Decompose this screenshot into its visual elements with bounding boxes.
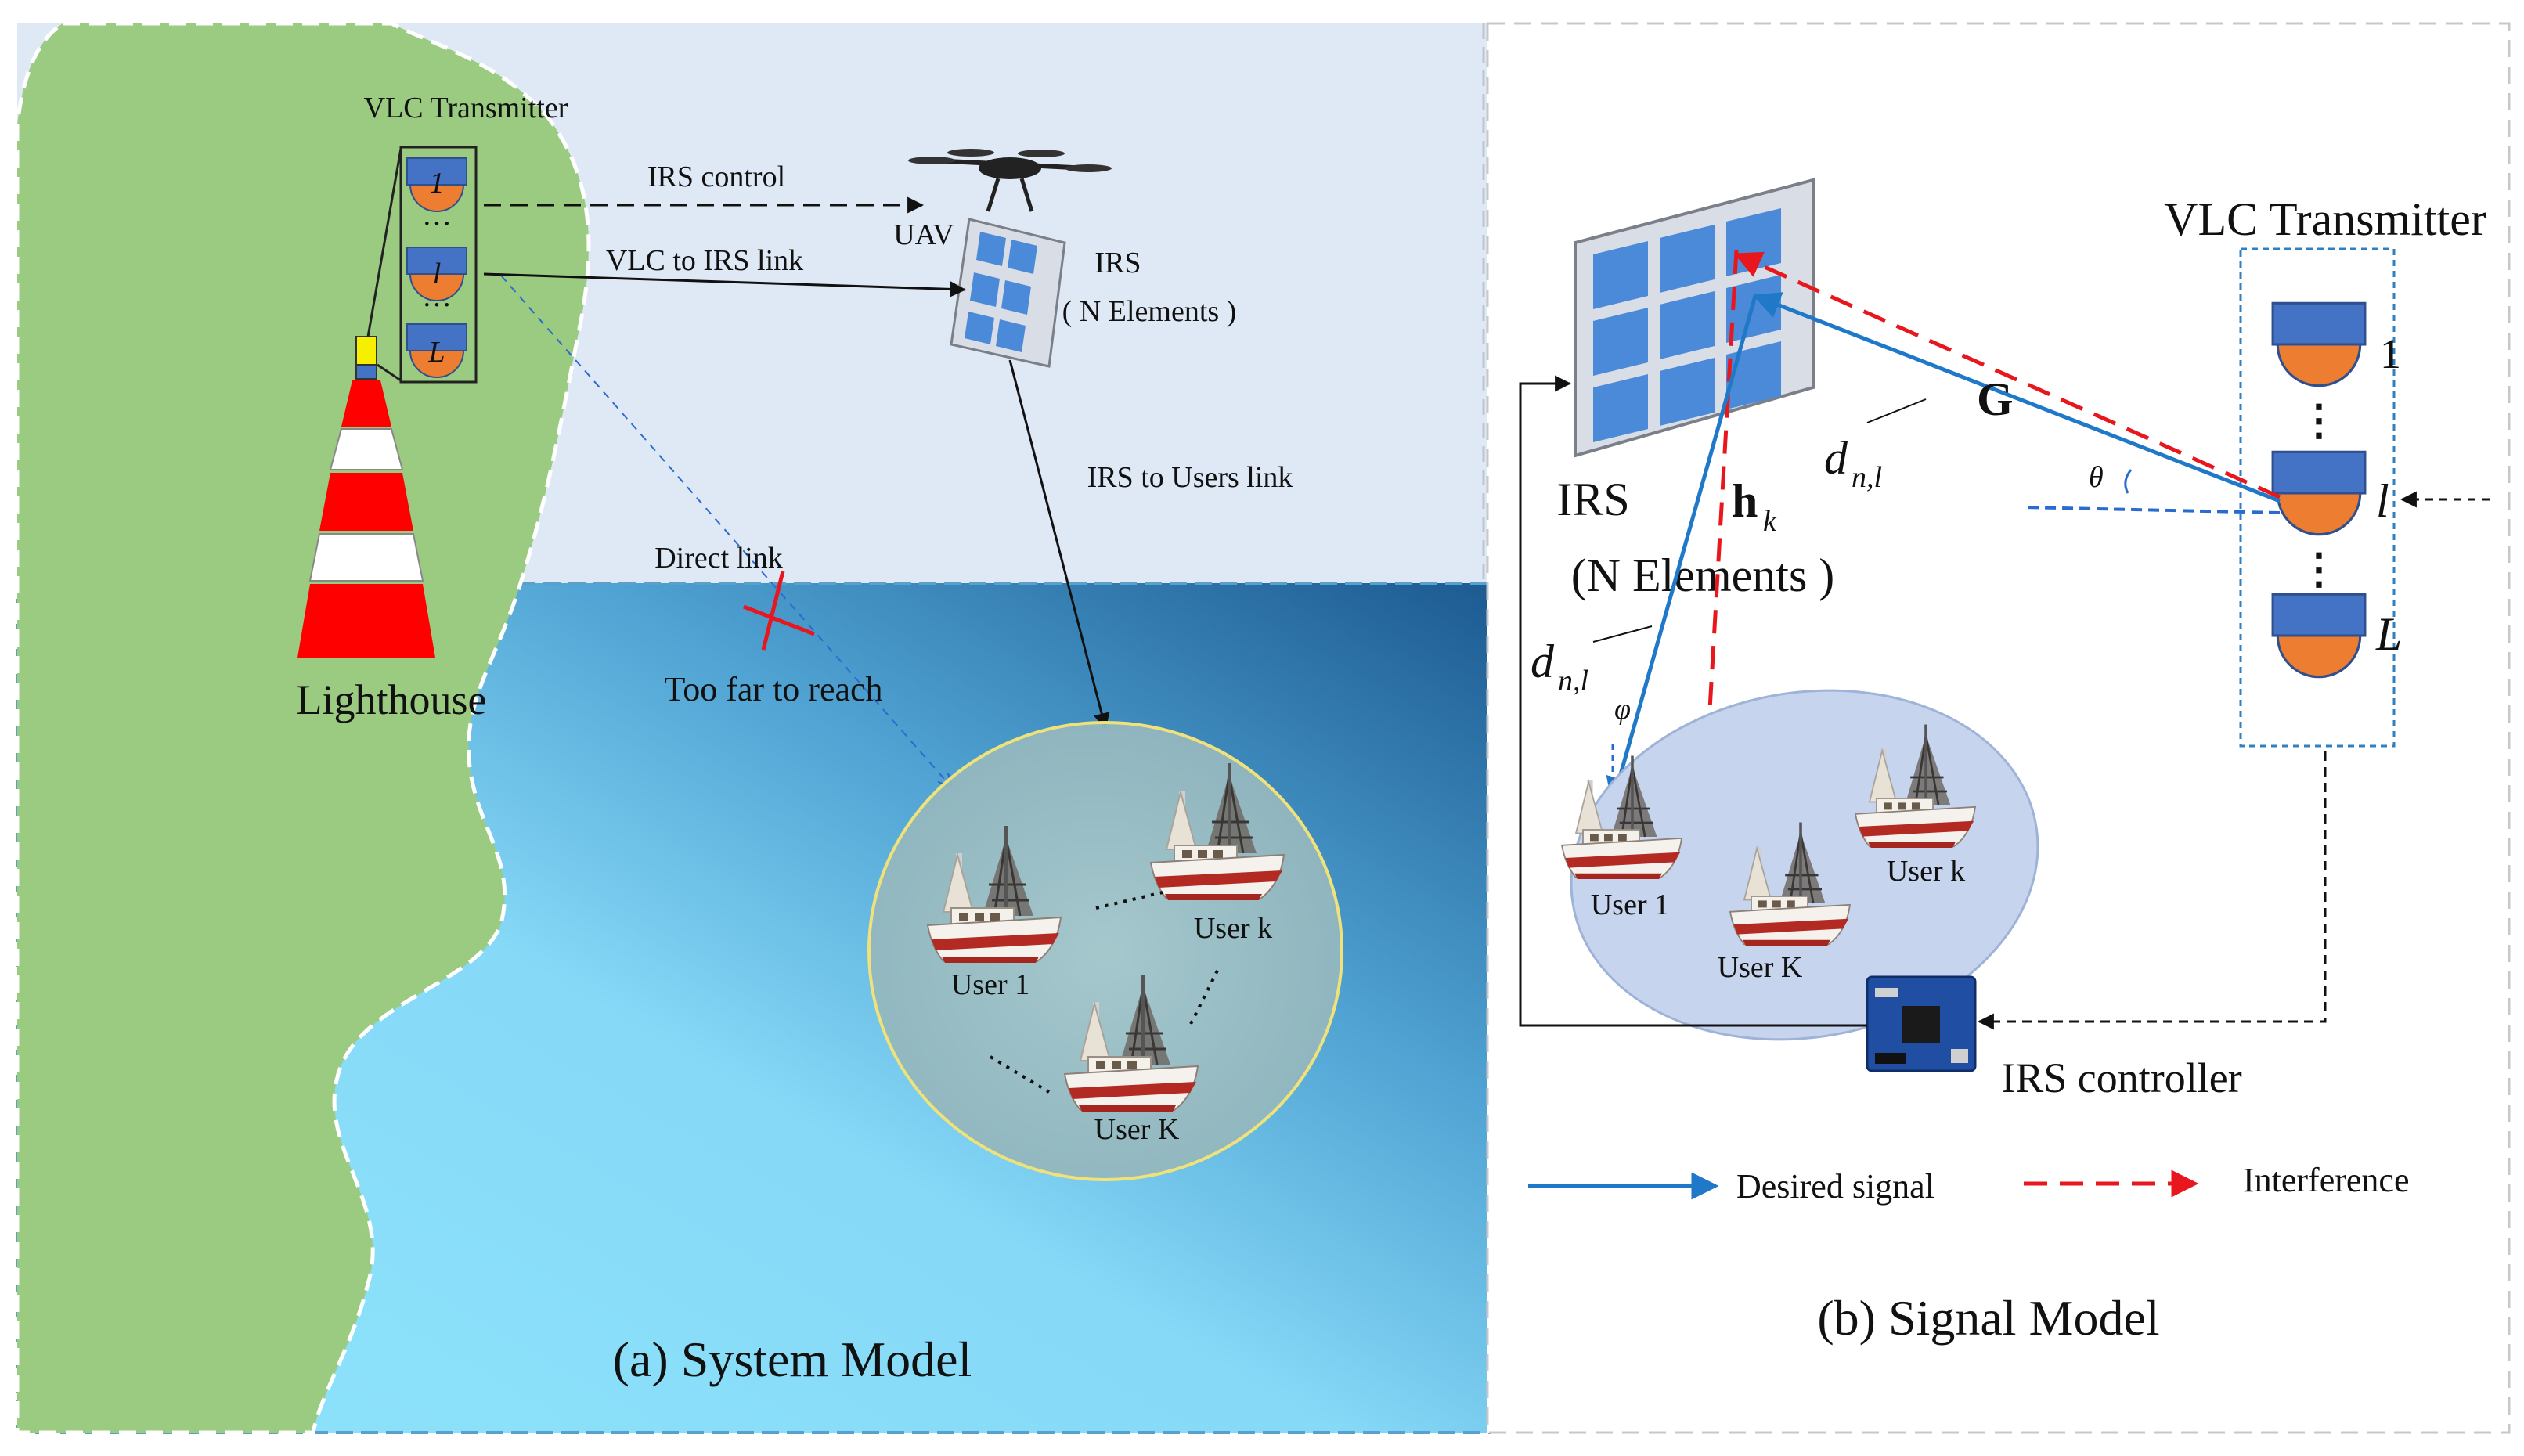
- direct-link-label: Direct link: [654, 542, 783, 575]
- normal-line-tx: [2023, 506, 2281, 514]
- irs-elements-label-b: (N Elements ): [1571, 550, 1835, 601]
- d-label-upper: d: [1824, 432, 1848, 484]
- panel-b-signal-model: IRS (N Elements ) VLC Transmitter 1 ⋮ l …: [1486, 22, 2511, 1434]
- lighthouse-label: Lighthouse: [297, 676, 487, 723]
- led-l-label-a: l: [433, 258, 442, 290]
- user-K-label-b: User K: [1718, 951, 1803, 984]
- led-1-label-a: 1: [430, 167, 445, 200]
- vlc-transmitter-label-b: VLC Transmitter: [2164, 193, 2486, 245]
- d-label-lower: d: [1531, 636, 1555, 687]
- irs-to-users-label: IRS to Users link: [1087, 461, 1293, 494]
- irs-elements-label-a: ( N Elements ): [1062, 295, 1237, 328]
- led-dots-a-2: ···: [422, 289, 452, 322]
- phi-label: φ: [1614, 693, 1631, 726]
- desired-path-1: [1752, 292, 2281, 503]
- interference-path-2: [1694, 250, 1739, 766]
- irs-panel-b: [1574, 178, 1815, 458]
- irs-to-users-link: [1008, 359, 1110, 730]
- user-1-label-a: User 1: [951, 968, 1029, 1001]
- g-matrix-label: G: [1977, 373, 2014, 425]
- controller-to-irs-link: [1519, 375, 1867, 1027]
- led-l-label-b: l: [2376, 475, 2389, 527]
- vlc-to-irs-link: [483, 272, 967, 297]
- lighthouse: [297, 336, 435, 658]
- vlc-transmitter-box-b: [2239, 247, 2396, 748]
- vlc-transmitter-label-a: VLC Transmitter: [364, 92, 568, 124]
- h-k-label: h: [1732, 475, 1758, 527]
- caption-a: (a) System Model: [613, 1332, 972, 1387]
- interference-path-1: [1733, 251, 2281, 499]
- legend: Desired signal Interference: [1528, 1161, 2409, 1206]
- irs-label-b: IRS: [1556, 474, 1629, 525]
- irs-controller-board: [1866, 975, 1977, 1072]
- vlc-to-irs-label: VLC to IRS link: [606, 244, 803, 277]
- irs-label-a: IRS: [1094, 247, 1141, 279]
- d-sub-upper: n,l: [1852, 461, 1882, 494]
- irs-control-label: IRS control: [647, 160, 785, 193]
- legend-interference-label: Interference: [2243, 1161, 2409, 1199]
- blocked-cross-mark: [743, 571, 815, 651]
- led-L-label-a: L: [427, 336, 445, 369]
- led-L-label-b: L: [2375, 608, 2402, 660]
- user-k-label-a: User k: [1194, 912, 1272, 945]
- irs-panel-a: [950, 218, 1066, 368]
- led-1-label-b: 1: [2380, 330, 2401, 377]
- vlc-transmitter-box-a: [399, 146, 478, 384]
- theta-label: θ: [2089, 461, 2104, 494]
- direct-link: [500, 275, 951, 787]
- legend-desired-label: Desired signal: [1736, 1167, 1934, 1206]
- too-far-label: Too far to reach: [664, 670, 882, 708]
- uav-drone: [908, 149, 1112, 212]
- led-dots-b-1: ⋮: [2298, 397, 2340, 444]
- led-dots-a-1: ···: [422, 207, 452, 240]
- caption-b: (b) Signal Model: [1817, 1290, 2159, 1346]
- user-k-label-b: User k: [1887, 855, 1965, 888]
- uav-label: UAV: [893, 218, 954, 251]
- desired-path-2: [1606, 295, 1758, 805]
- panel-a-system-model: Lighthouse VLC Transmitter 1 ··· l ··· L…: [15, 21, 1491, 1435]
- d-sub-lower: n,l: [1558, 665, 1588, 697]
- tx-to-controller-link: [1977, 751, 2327, 1030]
- irs-controller-label: IRS controller: [2001, 1054, 2241, 1101]
- user-1-label-b: User 1: [1591, 888, 1669, 921]
- h-k-sub: k: [1763, 505, 1777, 538]
- led-dots-b-2: ⋮: [2298, 546, 2340, 593]
- user-K-label-a: User K: [1094, 1113, 1180, 1146]
